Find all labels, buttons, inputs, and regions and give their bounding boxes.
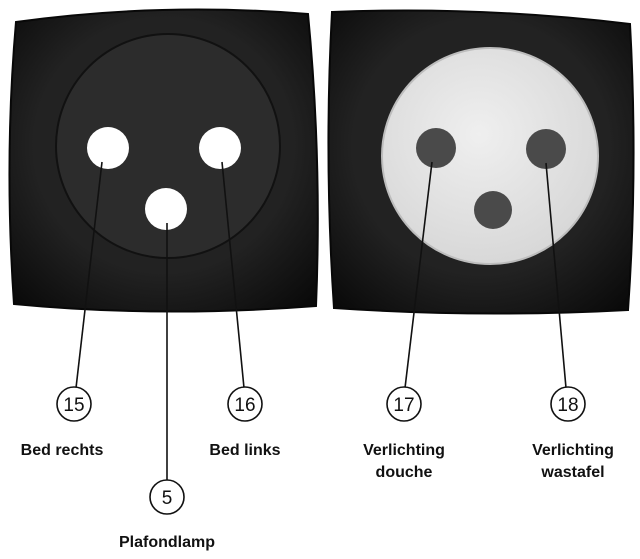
callout-18: 18 — [551, 387, 585, 421]
callout-5: 5 — [150, 480, 184, 514]
label-douche-line1: Verlichting — [344, 440, 464, 462]
label-bed-links-line1: Bed links — [185, 440, 305, 462]
label-wastafel-line2: wastafel — [512, 462, 634, 484]
callout-number-18: 18 — [557, 395, 578, 416]
hole-verlichting-douche — [416, 128, 456, 168]
label-bed-rechts: Bed rechts — [0, 440, 124, 462]
left-switch-plate — [9, 10, 317, 312]
label-bed-links: Bed links — [185, 440, 305, 462]
callout-circles: 15 16 5 17 18 — [57, 387, 585, 514]
right-plate-face — [382, 48, 598, 264]
label-plafondlamp: Plafondlamp — [92, 532, 242, 554]
hole-bed-rechts — [87, 127, 129, 169]
callout-16: 16 — [228, 387, 262, 421]
hole-bed-links — [199, 127, 241, 169]
callout-number-5: 5 — [162, 488, 173, 509]
callout-17: 17 — [387, 387, 421, 421]
callout-15: 15 — [57, 387, 91, 421]
callout-number-15: 15 — [63, 395, 84, 416]
callout-number-17: 17 — [393, 395, 414, 416]
callout-number-16: 16 — [234, 395, 255, 416]
hole-center-bottom — [474, 191, 512, 229]
label-bed-rechts-line1: Bed rechts — [0, 440, 124, 462]
label-plafondlamp-line1: Plafondlamp — [92, 532, 242, 554]
right-switch-plate — [328, 11, 633, 314]
label-verlichting-douche: Verlichting douche — [344, 440, 464, 484]
hole-plafondlamp — [145, 188, 187, 230]
label-douche-line2: douche — [344, 462, 464, 484]
label-wastafel-line1: Verlichting — [512, 440, 634, 462]
label-verlichting-wastafel: Verlichting wastafel — [512, 440, 634, 484]
